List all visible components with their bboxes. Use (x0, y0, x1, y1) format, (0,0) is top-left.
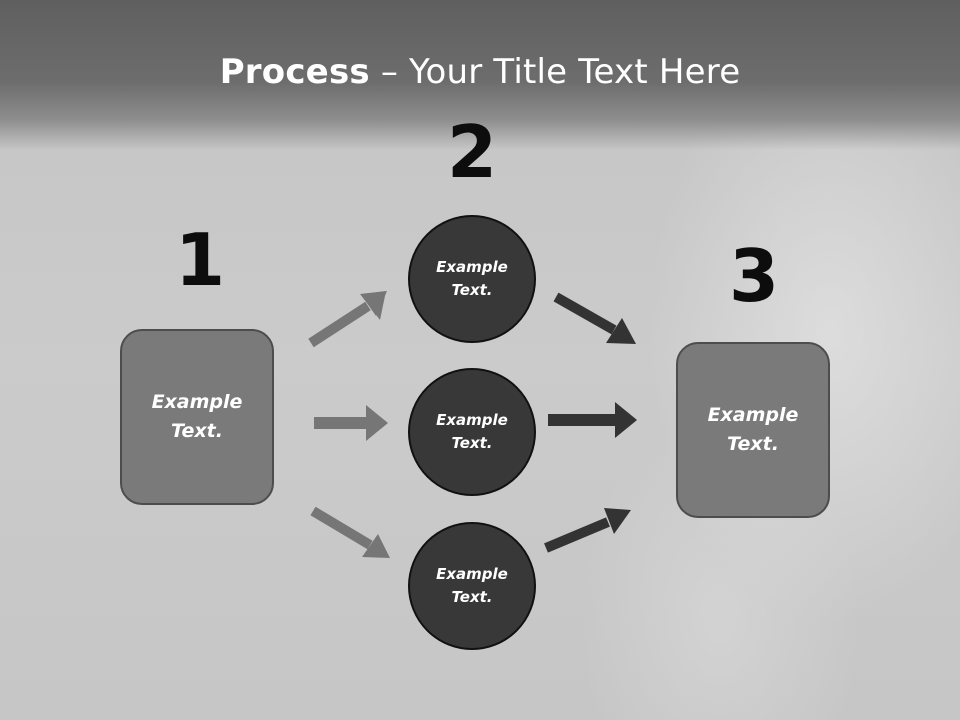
circle-middle: Example Text. (408, 368, 536, 496)
right-box: Example Text. (676, 342, 830, 518)
step-number-3: 3 (728, 234, 780, 318)
circle-bottom-line1: Example (436, 565, 508, 583)
right-box-line2: Text. (727, 433, 779, 455)
step-number-1: 1 (174, 218, 226, 302)
arrow-left-to-top (308, 291, 387, 348)
title-rest: – Your Title Text Here (369, 52, 741, 92)
arrow-left-to-bottom (310, 506, 390, 558)
title-bold: Process (219, 52, 370, 92)
circle-top-line1: Example (436, 258, 508, 276)
circle-bottom: Example Text. (408, 522, 536, 650)
left-box-line1: Example (151, 391, 243, 413)
arrow-top-to-right (553, 292, 636, 344)
right-box-line1: Example (707, 404, 799, 426)
step-number-2: 2 (446, 110, 498, 194)
circle-top-line2: Text. (451, 281, 493, 299)
arrow-left-to-mid (314, 405, 388, 441)
circle-bottom-line2: Text. (451, 588, 493, 606)
left-box-line2: Text. (171, 420, 223, 442)
arrow-mid-to-right (548, 402, 637, 438)
title-band (0, 0, 960, 150)
circle-middle-line1: Example (436, 411, 508, 429)
circle-middle-line2: Text. (451, 434, 493, 452)
circle-top: Example Text. (408, 215, 536, 343)
slide-title: Process – Your Title Text Here (0, 52, 960, 92)
arrow-bottom-to-right (544, 508, 631, 553)
left-box: Example Text. (120, 329, 274, 505)
